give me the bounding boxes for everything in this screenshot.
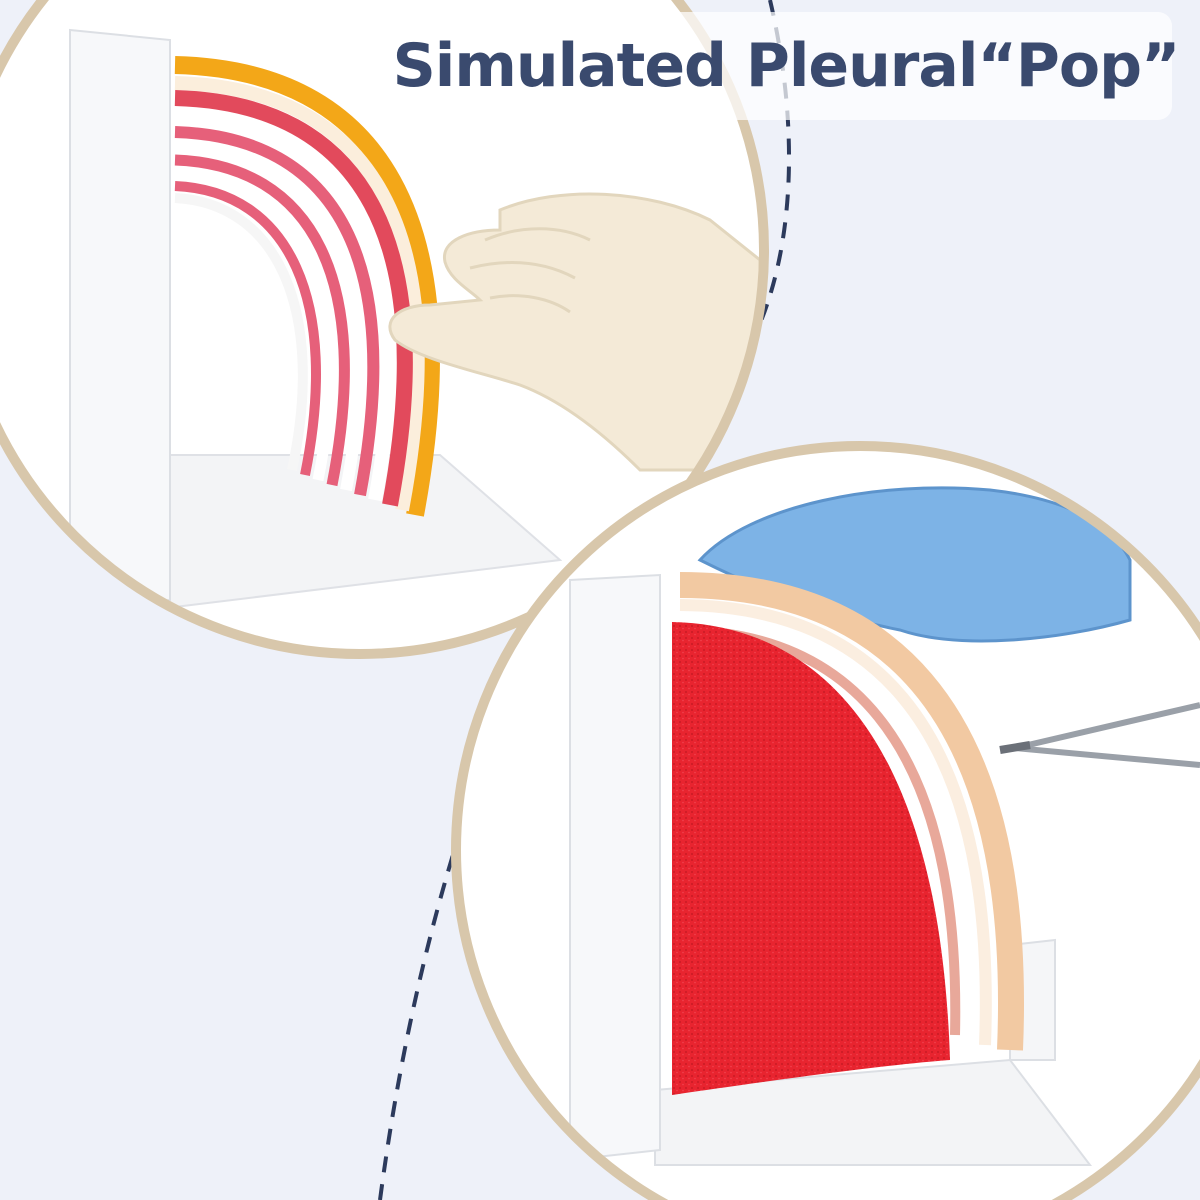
latex-glove-hand bbox=[388, 192, 760, 472]
bottom-photo-ring bbox=[451, 441, 1200, 1200]
model-back-panel bbox=[569, 573, 661, 1162]
top-photo-ring bbox=[0, 0, 769, 659]
red-sponge-lung bbox=[672, 622, 950, 1095]
chest-wall-layers bbox=[679, 572, 1024, 1051]
title-banner: Simulated Pleural“Pop” bbox=[393, 12, 1180, 120]
pleura-sponge-model-photo bbox=[460, 450, 1200, 1200]
page-title: Simulated Pleural“Pop” bbox=[392, 31, 1181, 101]
chest-wall-layers bbox=[174, 56, 440, 517]
model-back-panel bbox=[69, 28, 171, 612]
rib-layers-model-photo bbox=[0, 0, 760, 650]
forceps-instrument bbox=[999, 702, 1200, 768]
